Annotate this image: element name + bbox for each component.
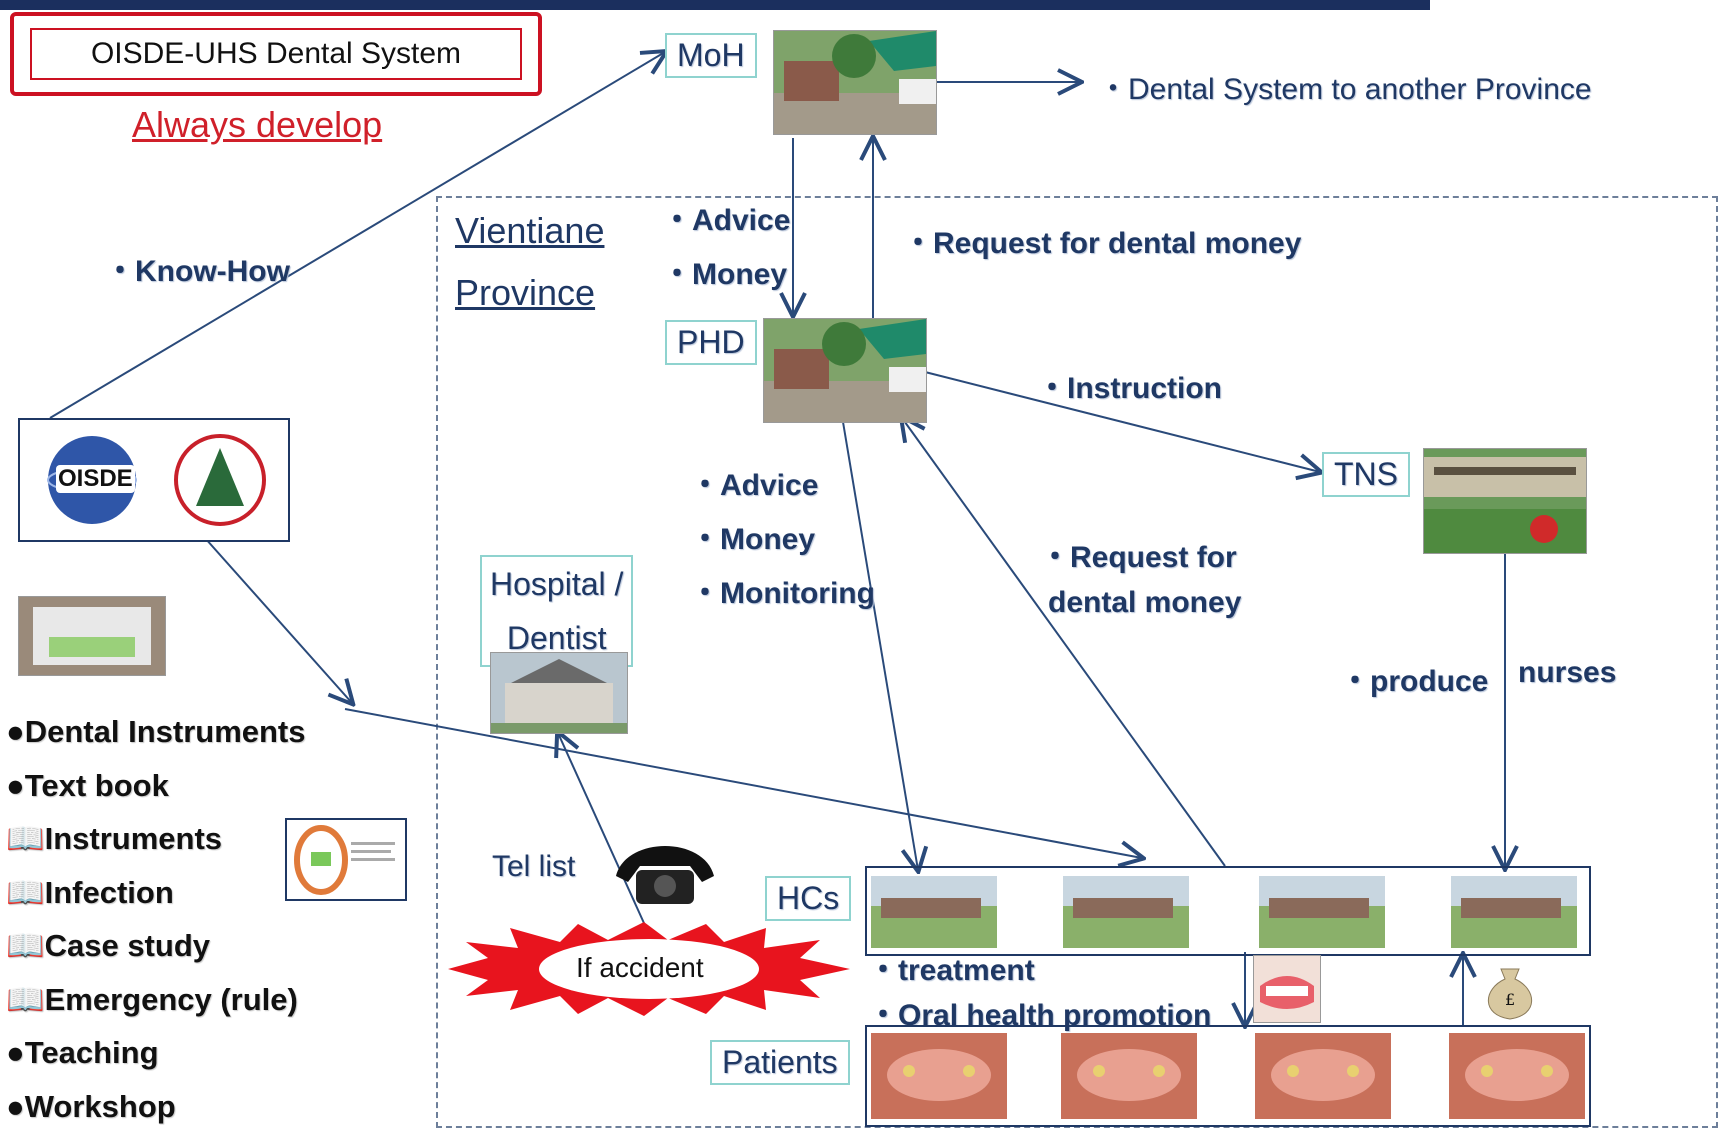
node-hcs: HCs bbox=[765, 876, 851, 921]
list-item: ●Text book bbox=[6, 759, 306, 813]
hc-photo-1 bbox=[871, 876, 997, 948]
node-phd: PHD bbox=[665, 320, 757, 365]
hc-photo-2 bbox=[1063, 876, 1189, 948]
node-hospital-dentist: Hospital / Dentist bbox=[480, 555, 633, 667]
support-list: ●Dental Instruments ●Text book 📖Instrume… bbox=[6, 705, 306, 1133]
patients-photo-row bbox=[865, 1025, 1591, 1127]
hcs-photo-row bbox=[865, 866, 1591, 956]
province-name-line2: Province bbox=[455, 272, 595, 314]
telephone-icon bbox=[606, 836, 724, 906]
label-know-how: ・Know-How bbox=[105, 246, 290, 290]
label-instruction: ・Instruction bbox=[1037, 363, 1222, 407]
label-request-money-phd: ・Request for dental money bbox=[903, 218, 1301, 262]
list-item: 📖Infection bbox=[6, 866, 306, 920]
list-item: 📖Emergency (rule) bbox=[6, 973, 306, 1027]
arrow-hcs-phd bbox=[902, 418, 1225, 866]
label-request-money-hc-1: ・Request for bbox=[1040, 532, 1237, 576]
label-phd-advice: ・Advice bbox=[690, 460, 818, 504]
label-treatment: ・treatment bbox=[868, 945, 1035, 989]
label-nurses: nurses bbox=[1518, 656, 1616, 690]
label-moh-advice: ・Advice bbox=[662, 195, 790, 239]
list-item: 📖Case study bbox=[6, 919, 306, 973]
list-item: 📖Instruments bbox=[6, 812, 306, 866]
moh-building-photo bbox=[773, 30, 937, 135]
signboard-photo bbox=[18, 596, 166, 676]
list-item: ●Teaching bbox=[6, 1026, 306, 1080]
dentures-icon bbox=[1253, 955, 1321, 1023]
arrow-logos-instruments bbox=[205, 538, 352, 703]
node-moh: MoH bbox=[665, 33, 757, 78]
node-tns: TNS bbox=[1322, 452, 1410, 497]
label-tel-list: Tel list bbox=[492, 850, 575, 884]
list-item: ●Workshop bbox=[6, 1080, 306, 1133]
arrow-instruments-hcs bbox=[345, 709, 1142, 858]
arrow-phd-hcs bbox=[843, 422, 918, 870]
patient-photo-2 bbox=[1061, 1033, 1197, 1119]
patient-photo-1 bbox=[871, 1033, 1007, 1119]
hospital-photo bbox=[490, 652, 628, 734]
label-request-money-hc-2: dental money bbox=[1048, 586, 1241, 620]
province-name-line1: Vientiane bbox=[455, 210, 604, 252]
svg-text:£: £ bbox=[1505, 990, 1515, 1009]
label-phd-money: ・Money bbox=[690, 514, 815, 558]
label-phd-monitoring: ・Monitoring bbox=[690, 568, 875, 612]
accident-burst: If accident bbox=[448, 920, 850, 1018]
oisde-uhs-logos: OISDE bbox=[18, 418, 290, 542]
label-produce: ・produce bbox=[1340, 656, 1488, 700]
hc-photo-4 bbox=[1451, 876, 1577, 948]
label-moh-money: ・Money bbox=[662, 249, 787, 293]
hc-photo-3 bbox=[1259, 876, 1385, 948]
list-item: ●Dental Instruments bbox=[6, 705, 306, 759]
textbook-thumbnail bbox=[285, 818, 407, 901]
money-bag-icon: £ bbox=[1477, 955, 1543, 1021]
patient-photo-4 bbox=[1449, 1033, 1585, 1119]
node-patients: Patients bbox=[710, 1040, 850, 1085]
patient-photo-3 bbox=[1255, 1033, 1391, 1119]
label-another-province: ・Dental System to another Province bbox=[1098, 64, 1592, 108]
oisde-logo-text: OISDE bbox=[56, 465, 135, 493]
label-if-accident: If accident bbox=[576, 952, 704, 984]
tns-building-photo bbox=[1423, 448, 1587, 554]
phd-building-photo bbox=[763, 318, 927, 423]
